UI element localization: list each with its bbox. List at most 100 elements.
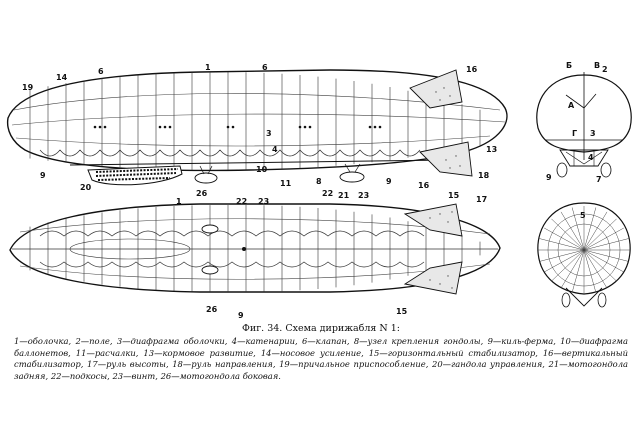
legend-item: 4—катенарии, <box>231 336 302 346</box>
label-sec-7: 7 <box>596 175 602 184</box>
bow-frame-view <box>537 202 631 308</box>
label-side-10: 10 <box>256 165 268 174</box>
label-sec-A: А <box>568 101 575 110</box>
legend: 1—оболочка, 2—поле, 3—диафрагма оболочки… <box>14 336 628 382</box>
legend-item: 6—клапан, <box>301 336 354 346</box>
section-keel <box>559 149 609 167</box>
top-hull-outline <box>9 203 501 293</box>
side-longitudinal <box>11 113 506 126</box>
label-side-1: 1 <box>205 63 211 72</box>
side-hull-outline <box>6 69 508 172</box>
section-catenary <box>565 93 597 109</box>
legend-item: 8—узел крепления гондолы, <box>353 336 488 346</box>
legend-item: 18—руль направления, <box>172 359 280 370</box>
label-side-6a: 6 <box>98 67 104 76</box>
legend-item: 9—киль-ферма, <box>487 336 561 346</box>
label-top-15b: 15 <box>396 307 408 316</box>
label-side-19: 19 <box>22 83 34 92</box>
side-labels: 1 6 6 14 19 16 13 18 3 4 10 11 8 22 9 9 … <box>22 63 497 200</box>
label-top-22: 22 <box>236 197 247 206</box>
side-engine-gondola-rear <box>339 171 365 183</box>
top-fin-stipple <box>429 211 453 289</box>
label-side-14: 14 <box>56 73 68 82</box>
label-side-11: 11 <box>280 179 292 188</box>
side-vertical-stabilizer <box>409 69 463 109</box>
section-gondola-left <box>556 162 568 178</box>
side-frame-rings <box>29 72 481 170</box>
label-sec-V: В <box>594 61 600 70</box>
label-side-16b: 16 <box>418 181 430 190</box>
legend-item: 23—винт, <box>112 370 161 381</box>
label-sec-B: Б <box>566 61 572 70</box>
side-longitudinal <box>13 93 501 111</box>
legend-item: 11—расчалки, <box>75 347 144 358</box>
section-labels: Б В 2 А Г 3 4 7 9 5 <box>546 61 608 220</box>
top-horizontal-stabilizer-upper <box>403 203 463 237</box>
legend-item: 20—гандола управления, <box>432 359 549 370</box>
legend-item: 13—кормовое развитие, <box>143 347 261 358</box>
bow-keel <box>565 287 603 307</box>
label-top-23: 23 <box>258 197 269 206</box>
label-sec-4: 4 <box>588 153 594 162</box>
side-keel <box>69 159 451 166</box>
side-valve-marks <box>93 125 382 129</box>
bow-gondola-right <box>597 292 607 308</box>
label-side-23: 23 <box>358 191 369 200</box>
legend-item: 22—подкосы, <box>50 370 113 381</box>
label-sec-2: 2 <box>602 65 608 74</box>
label-side-18: 18 <box>478 171 490 180</box>
top-frame-rings <box>29 205 481 292</box>
legend-item: 2—поле, <box>75 336 117 346</box>
figure-caption: Фиг. 34. Схема дирижабля N 1: 1—оболочка… <box>14 323 628 382</box>
legend-item: 21—мотогондола задняя, <box>14 359 629 381</box>
top-view <box>9 203 501 295</box>
top-side-gondola-left <box>201 224 219 234</box>
top-scallops-lower <box>39 261 425 268</box>
side-view <box>6 69 508 186</box>
legend-item: 26—мотогондола боковая. <box>160 370 281 381</box>
section-keel-braces <box>565 150 603 166</box>
legend-item: 15—горизонтальный стабилизатор, <box>368 347 543 358</box>
side-fin-stipple <box>435 87 461 169</box>
label-top-15a: 15 <box>448 191 460 200</box>
top-labels: 1 22 23 15 17 26 9 15 <box>176 191 487 320</box>
side-struts <box>199 163 361 175</box>
label-side-16: 16 <box>466 65 478 74</box>
label-top-1: 1 <box>176 197 182 206</box>
label-side-4: 4 <box>272 145 278 154</box>
label-bow-5: 5 <box>580 211 586 220</box>
top-horizontal-stabilizer-lower <box>403 261 463 295</box>
label-side-13: 13 <box>486 145 497 154</box>
figure-title: Фиг. 34. Схема дирижабля N 1: <box>241 323 401 334</box>
label-sec-3: 3 <box>590 129 596 138</box>
label-top-26: 26 <box>206 305 218 314</box>
legend-item: 17—руль высоты, <box>87 359 173 370</box>
legend-item: 14—носовое усиление, <box>260 347 369 358</box>
label-side-21: 21 <box>338 191 350 200</box>
label-side-9a: 9 <box>40 171 46 180</box>
side-gondola-hatch <box>95 168 179 181</box>
label-side-20: 20 <box>80 183 92 192</box>
label-side-26: 26 <box>196 189 208 198</box>
legend-item: 10—диафрагма баллонетов, <box>14 336 628 358</box>
top-inner-ballonet <box>69 238 191 260</box>
legend-item: 1—оболочка, <box>14 336 76 346</box>
side-engine-gondola-side <box>194 172 218 184</box>
legend-item: 3—диафрагма оболочки, <box>116 336 232 346</box>
bow-gondola-left <box>561 292 571 308</box>
label-sec-9: 9 <box>546 173 552 182</box>
legend-item: 19—причальное приспособление, <box>279 359 433 370</box>
section-gondola-right <box>600 162 612 178</box>
label-side-9b: 9 <box>386 177 392 186</box>
cross-section <box>536 72 632 178</box>
top-scallops <box>39 230 425 237</box>
label-side-3: 3 <box>266 129 272 138</box>
legend-item: 16—вертикальный стабилизатор, <box>14 347 629 370</box>
label-side-22: 22 <box>322 189 333 198</box>
side-ballonet-scallops <box>39 149 421 157</box>
bow-spokes <box>538 206 630 294</box>
label-sec-G: Г <box>572 129 577 138</box>
top-side-gondola-right <box>201 265 219 275</box>
bow-ring-inner <box>557 223 611 277</box>
top-valve-dot <box>242 247 246 251</box>
